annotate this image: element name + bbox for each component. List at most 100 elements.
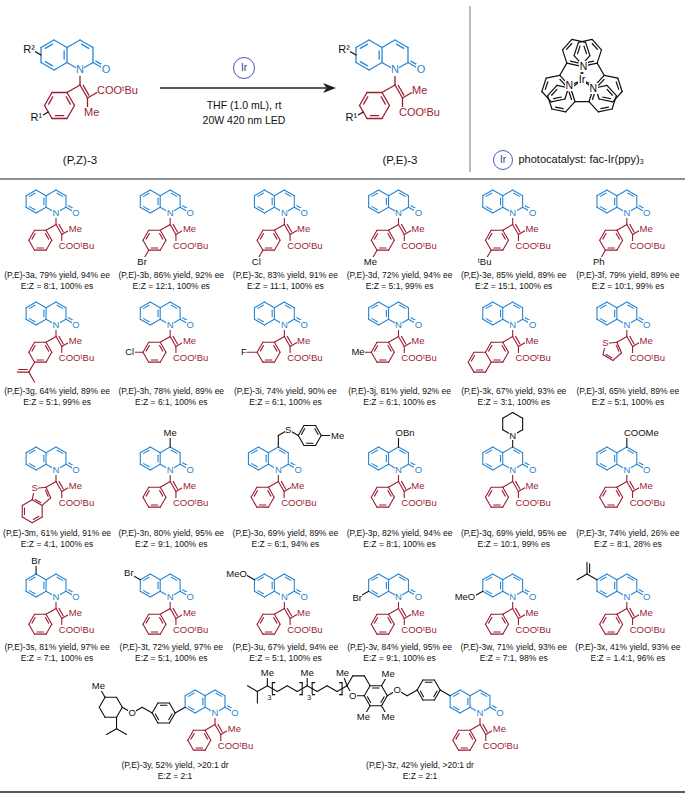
bond (566, 102, 575, 112)
bond (204, 696, 205, 708)
bond (160, 190, 170, 196)
bond (144, 207, 150, 210)
bond (597, 591, 607, 597)
atom-label: Me (381, 669, 395, 679)
bond (274, 609, 284, 615)
bond (254, 302, 264, 308)
atom-label: COOᵗBu (482, 741, 518, 751)
bond (312, 682, 315, 683)
divider-line (470, 6, 471, 172)
compound-caption: E:Z = 2:1 (157, 772, 193, 781)
atom-label: Me (492, 724, 506, 734)
bond (254, 207, 264, 213)
bond (35, 230, 47, 231)
bond (35, 342, 47, 343)
atom-label: Me (639, 336, 653, 346)
bond (37, 247, 43, 248)
bond (380, 504, 386, 505)
bond (149, 507, 161, 508)
bond (578, 39, 592, 42)
bond (254, 580, 255, 592)
bond (160, 352, 166, 362)
bond (146, 234, 149, 240)
atom-label: N (166, 465, 174, 475)
bond (140, 591, 150, 597)
bond (274, 352, 280, 362)
bond (264, 207, 274, 213)
bond (254, 591, 264, 597)
atom-label: MeO (226, 569, 248, 579)
atom-label: N (623, 208, 631, 218)
bond (570, 61, 578, 63)
atom-label: Me (182, 224, 196, 234)
bond (278, 447, 288, 453)
bond (29, 240, 35, 250)
bond (367, 118, 382, 119)
atom-label: COOᵗBu (515, 625, 551, 635)
bond (371, 230, 377, 240)
atom-label: Me (363, 257, 377, 267)
bond (170, 225, 176, 235)
bond (364, 686, 370, 696)
bond (599, 99, 613, 102)
bond (284, 190, 294, 196)
atom-label: Me (68, 224, 82, 234)
rule-line (0, 179, 685, 180)
atom-label: Me (525, 336, 539, 346)
atom-label: Br (352, 593, 363, 603)
bond (105, 717, 117, 718)
bond (157, 455, 158, 461)
bond (486, 450, 492, 453)
bond (157, 310, 158, 316)
bond (500, 310, 501, 316)
bond (117, 707, 123, 717)
bond (474, 372, 486, 373)
bond (64, 51, 65, 59)
bond (35, 614, 47, 615)
bond (304, 445, 316, 446)
bond (263, 614, 275, 615)
compound-caption: E:Z = 5:1, 99% es (23, 398, 92, 407)
bond (514, 305, 520, 308)
atom-label: Me (525, 224, 539, 234)
bond (49, 97, 53, 104)
bond (503, 190, 513, 196)
bond (160, 302, 170, 308)
bond (377, 634, 389, 635)
atom-label: O (528, 208, 536, 218)
bond (617, 230, 623, 240)
compound-caption: E:Z = 5:1, 100% es (591, 398, 665, 407)
bond (607, 319, 617, 325)
bond (99, 707, 105, 717)
bond (600, 207, 606, 210)
bond (170, 447, 180, 453)
bond (144, 577, 150, 580)
atom-label: O (528, 320, 536, 330)
bond (150, 319, 160, 325)
bond (45, 453, 46, 465)
bond (302, 683, 303, 695)
bond (607, 464, 617, 470)
bond (485, 487, 491, 497)
bond (597, 207, 607, 213)
bond (26, 447, 36, 453)
bond (173, 608, 177, 616)
bond (364, 696, 370, 706)
bond (596, 196, 597, 208)
atom-label: N (476, 708, 484, 718)
bond (143, 487, 149, 497)
atom-label: COOᵗBu (401, 625, 437, 635)
bond (149, 634, 161, 635)
bond (616, 345, 619, 351)
atom-label: COOᵗBu (58, 498, 94, 508)
bond (554, 97, 562, 99)
atom-label: COOMe (623, 428, 659, 438)
bond (274, 230, 280, 240)
atom-label: Me (182, 481, 196, 491)
bond (630, 481, 634, 489)
bond (194, 750, 206, 751)
bond (491, 634, 503, 635)
bond (180, 580, 181, 592)
bond (284, 609, 290, 619)
atom-label: OBn (395, 428, 415, 438)
